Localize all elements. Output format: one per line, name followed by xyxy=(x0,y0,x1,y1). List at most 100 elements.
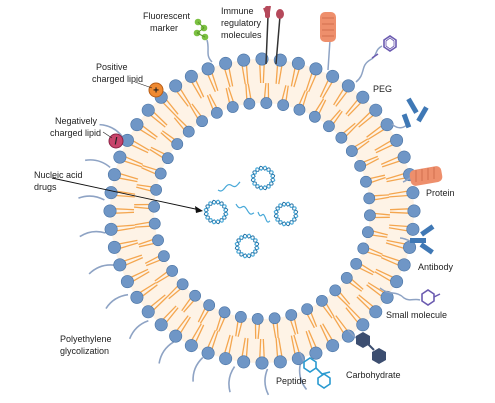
outer-lipid-head xyxy=(407,204,421,218)
inner-lipid-tail xyxy=(149,148,163,159)
outer-lipid-tail xyxy=(191,81,202,99)
outer-lipid-tail xyxy=(152,111,168,126)
inner-lipid-tail xyxy=(245,83,248,100)
inner-lipid-tail xyxy=(374,212,391,216)
outer-lipid-tail xyxy=(141,125,158,138)
outer-lipid-tail xyxy=(308,329,317,348)
aqueous-core xyxy=(154,103,370,319)
inner-lipid-tail xyxy=(354,138,369,148)
outer-lipid-head xyxy=(107,168,121,182)
outer-lipid-head xyxy=(169,79,183,93)
outer-lipid-tail xyxy=(259,63,262,84)
inner-lipid-tail xyxy=(134,225,151,228)
outer-lipid-tail xyxy=(119,242,139,249)
inner-lipid-tail xyxy=(333,110,343,124)
outer-lipid-tail xyxy=(381,254,401,262)
outer-lipid-head xyxy=(113,258,127,272)
inner-lipid-head xyxy=(364,209,376,222)
outer-lipid-tail xyxy=(293,334,300,354)
outer-lipid-head xyxy=(356,90,370,104)
lipid-tails xyxy=(114,63,410,359)
antibody-icon-2 xyxy=(399,224,435,255)
outer-lipid-tail xyxy=(347,101,362,117)
fluorescent-marker-icon xyxy=(193,18,213,63)
outer-lipid-head xyxy=(356,318,370,332)
outer-lipid-tail xyxy=(367,282,385,294)
outer-lipid-tail xyxy=(356,296,372,311)
peptide-icon xyxy=(299,351,331,389)
small-molecule-icon xyxy=(379,287,441,306)
peg-chain xyxy=(78,195,105,201)
outer-lipid-head xyxy=(237,355,251,369)
outer-lipid-tail xyxy=(116,190,136,195)
inner-lipid-tail xyxy=(359,267,374,276)
label-immune-3: molecules xyxy=(221,30,262,40)
nucleic-acid-arrow xyxy=(51,177,203,213)
outer-lipid-tail xyxy=(211,330,219,350)
outer-lipid-tail xyxy=(150,114,166,128)
protein-right-icon xyxy=(402,166,443,186)
inner-lipid-tail xyxy=(237,322,243,337)
outer-lipid-tail xyxy=(367,128,385,140)
inner-lipid-tail xyxy=(183,300,195,313)
inner-lipid-tail xyxy=(189,104,199,119)
outer-lipid-tail xyxy=(389,194,409,198)
inner-lipid-head xyxy=(157,250,170,263)
inner-lipid-tail xyxy=(298,90,306,105)
inner-lipid-tail xyxy=(363,155,379,163)
outer-lipid-head xyxy=(255,52,269,66)
outer-lipid-head xyxy=(120,275,134,289)
outer-lipid-tail xyxy=(381,160,401,168)
inner-lipid-head xyxy=(308,110,321,123)
label-fluorescent-2: marker xyxy=(150,23,178,33)
outer-lipid-tail xyxy=(319,79,329,98)
label-positive-1: Positive xyxy=(96,62,128,72)
inner-lipid-tail xyxy=(155,274,170,284)
outer-lipid-tail xyxy=(356,111,372,126)
plus-symbol: + xyxy=(153,86,159,97)
inner-lipid-tail xyxy=(339,292,351,305)
outer-lipid-tail xyxy=(162,101,177,117)
outer-lipid-tail xyxy=(305,330,313,350)
outer-lipid-tail xyxy=(115,224,135,228)
inner-lipid-head xyxy=(285,309,298,321)
inner-lipid-head xyxy=(148,217,161,230)
outer-lipid-tail xyxy=(150,294,166,308)
outer-lipid-tail xyxy=(207,74,216,93)
outer-lipid-tail xyxy=(374,271,392,282)
inner-lipid-tail xyxy=(325,303,335,318)
inner-lipid-tail xyxy=(206,94,214,110)
inner-lipid-tail xyxy=(306,314,315,329)
outer-lipid-tail xyxy=(130,268,149,278)
outer-lipid-tail xyxy=(345,307,359,323)
inner-lipid-tail xyxy=(329,109,341,122)
label-immune-1: Immune xyxy=(221,6,254,16)
outer-lipid-head xyxy=(341,79,355,93)
outer-lipid-head xyxy=(380,118,394,132)
inner-lipid-head xyxy=(277,99,290,111)
outer-lipid-tail xyxy=(125,156,144,165)
inner-lipid-tail xyxy=(365,158,380,167)
inner-lipid-head xyxy=(148,200,160,213)
outer-lipid-tail xyxy=(179,88,191,106)
outer-lipid-head xyxy=(184,69,198,83)
outer-lipid-tail xyxy=(241,337,246,357)
inner-lipid-tail xyxy=(367,251,382,258)
inner-lipid-tail xyxy=(142,164,157,171)
inner-lipid-tail xyxy=(225,87,231,103)
outer-lipid-tail xyxy=(245,338,249,358)
inner-lipid-head xyxy=(171,138,184,150)
peg-icon xyxy=(355,35,397,83)
outer-lipid-head xyxy=(201,346,215,360)
inner-lipid-head xyxy=(301,303,314,316)
label-protein: Protein xyxy=(426,188,455,198)
label-polyethylene-1: Polyethylene xyxy=(60,334,112,344)
outer-lipid-tail xyxy=(152,296,168,311)
outer-lipid-tail xyxy=(162,305,177,321)
inner-lipid-tail xyxy=(215,316,222,331)
outer-lipid-tail xyxy=(114,211,135,214)
inner-lipid-tail xyxy=(235,321,239,337)
nucleic-acid-ring-inner xyxy=(273,201,299,227)
inner-lipid-head xyxy=(226,101,239,113)
inner-lipid-tail xyxy=(209,93,218,108)
